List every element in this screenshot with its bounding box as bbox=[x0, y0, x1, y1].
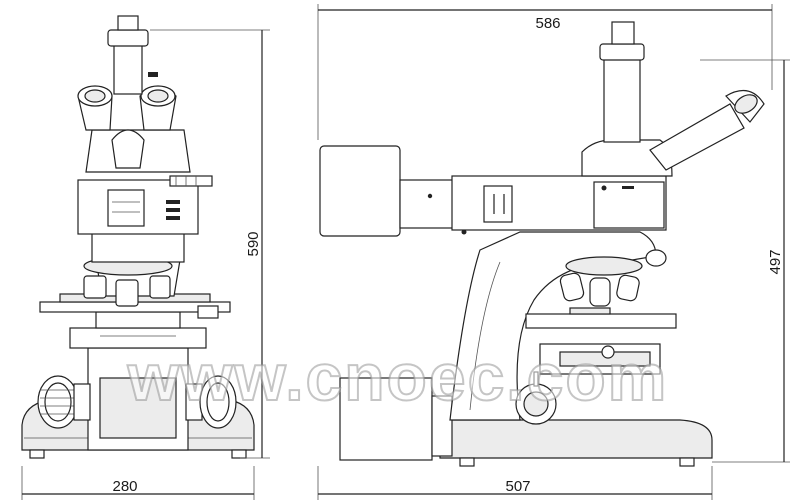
front-width-label: 280 bbox=[112, 478, 137, 495]
side-view-microscope bbox=[319, 21, 765, 467]
side-depth-base-label: 507 bbox=[505, 478, 530, 495]
side-dimension-lines bbox=[317, 4, 790, 500]
front-height-label: 590 bbox=[245, 231, 262, 256]
watermark-text: www.cnoec.com bbox=[127, 340, 669, 414]
front-dimension-lines bbox=[21, 29, 270, 500]
front-view-microscope bbox=[21, 15, 255, 459]
side-depth-top-label: 586 bbox=[535, 15, 560, 32]
side-height-label: 497 bbox=[767, 249, 784, 274]
